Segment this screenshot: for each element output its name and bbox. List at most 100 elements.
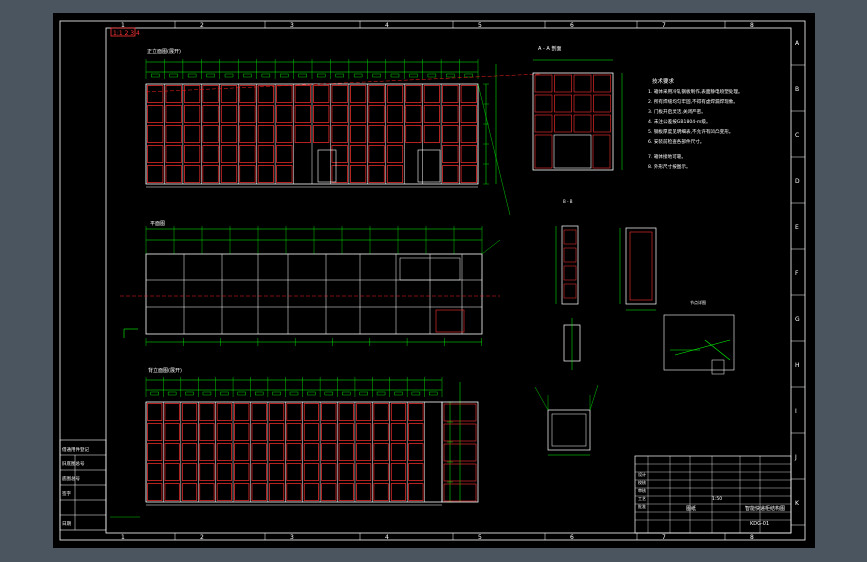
- title-block-drawing-name: 智能快递柜结构图: [745, 505, 785, 512]
- locker-door: [386, 145, 404, 163]
- locker-door: [199, 463, 215, 481]
- locker-door: [147, 483, 163, 501]
- dimension-label-box: [202, 391, 212, 396]
- note-line: 6. 安装前检查各部件尺寸。: [648, 138, 704, 145]
- detail-b-outline: [561, 225, 579, 305]
- column-label-top: 4: [385, 22, 389, 29]
- locker-door: [164, 403, 180, 421]
- dimension-label-box: [280, 73, 289, 78]
- locker-door: [356, 463, 372, 481]
- locker-door: [338, 483, 354, 501]
- locker-door: [350, 85, 367, 103]
- locker-door: [257, 145, 274, 163]
- plan-module-box: [435, 309, 465, 333]
- locker-door: [257, 105, 274, 123]
- locker-door: [184, 85, 201, 103]
- locker-door: [164, 423, 180, 441]
- dimension-label-box: [446, 73, 455, 78]
- leader-line: [589, 384, 599, 411]
- locker-door: [286, 463, 302, 481]
- locker-door: [356, 483, 372, 501]
- detail-views: [534, 225, 735, 456]
- front-elevation-view: [145, 59, 541, 216]
- locker-door: [408, 443, 424, 461]
- locker-door: [234, 423, 250, 441]
- locker-door: [220, 165, 238, 183]
- dimension-label-box: [464, 73, 473, 78]
- row-label: J: [794, 454, 797, 461]
- dimension-label-box: [298, 73, 307, 78]
- locker-door: [373, 403, 389, 421]
- locker-door: [216, 423, 232, 441]
- locker-door: [390, 443, 407, 461]
- column-label-top: 6: [570, 22, 574, 29]
- locker-door: [276, 105, 293, 123]
- locker-door: [573, 74, 592, 93]
- locker-door: [199, 483, 215, 501]
- title-block-drawing-no: KDG-01: [750, 521, 769, 527]
- dimension-label-box: [409, 73, 418, 78]
- dimension-label-box: [324, 391, 334, 396]
- title-block-row: 批准: [638, 503, 646, 509]
- locker-door: [294, 125, 311, 143]
- locker-door: [408, 463, 424, 481]
- dimension-label-box: [151, 73, 160, 78]
- locker-door: [165, 125, 182, 143]
- locker-door: [373, 483, 389, 501]
- locker-door: [460, 85, 477, 103]
- locker-door: [408, 403, 424, 421]
- locker-door: [350, 145, 367, 163]
- locker-door: [251, 423, 267, 441]
- locker-door: [356, 443, 372, 461]
- column-label-top: 3: [290, 22, 294, 29]
- column-label-top: 1: [121, 22, 125, 29]
- plan-view: [120, 226, 501, 346]
- locker-door: [405, 125, 422, 143]
- locker-door: [181, 423, 198, 441]
- locker-door: [534, 134, 553, 169]
- screen-panel: [417, 149, 441, 183]
- locker-door: [147, 165, 164, 183]
- dimension-label-box: [261, 73, 271, 78]
- locker-door: [257, 125, 274, 143]
- locker-door: [460, 105, 477, 123]
- title-block: 图纸 智能快递柜结构图 1:50 KDG-01 设计 校核 审核 工艺 批准: [634, 455, 792, 534]
- locker-door: [368, 125, 385, 143]
- section-a-opening: [553, 134, 592, 169]
- stamp-text: 1:1 2 3 4: [113, 30, 140, 37]
- detail-c-outline: [625, 227, 657, 305]
- column-label-top: 2: [200, 22, 204, 29]
- locker-door: [184, 105, 201, 123]
- technical-notes: 技术要求 1. 箱体采用冷轧钢板制作,表面静电喷塑处理。 2. 所有焊缝均匀牢固…: [648, 77, 743, 170]
- dimension-label-box: [167, 391, 177, 396]
- dimension-label-box: [411, 391, 421, 396]
- locker-door: [534, 74, 553, 93]
- locker-door: [199, 443, 215, 461]
- locker-door: [368, 85, 385, 103]
- detail-b-door: [563, 265, 577, 281]
- locker-door: [239, 145, 256, 163]
- locker-door: [181, 463, 198, 481]
- title-block-row: 工艺: [638, 496, 646, 501]
- locker-door: [216, 443, 232, 461]
- rear-elevation-view: [110, 377, 479, 518]
- locker-door: [269, 463, 285, 481]
- locker-door: [234, 463, 250, 481]
- leader-line: [477, 83, 511, 216]
- locker-door: [554, 74, 572, 93]
- leader-line: [481, 239, 501, 255]
- left-block-row: 旧底图总号: [62, 460, 85, 467]
- locker-door: [165, 85, 182, 103]
- locker-door: [181, 403, 198, 421]
- locker-door: [286, 443, 302, 461]
- locker-door: [220, 145, 238, 163]
- locker-door: [443, 443, 477, 462]
- locker-door: [338, 423, 354, 441]
- leader-line: [534, 386, 549, 411]
- locker-door: [573, 94, 592, 113]
- locker-door: [534, 94, 553, 113]
- section-a-outline: [532, 72, 614, 171]
- dimension-label-box: [237, 391, 246, 396]
- dimension-label-box: [427, 73, 437, 78]
